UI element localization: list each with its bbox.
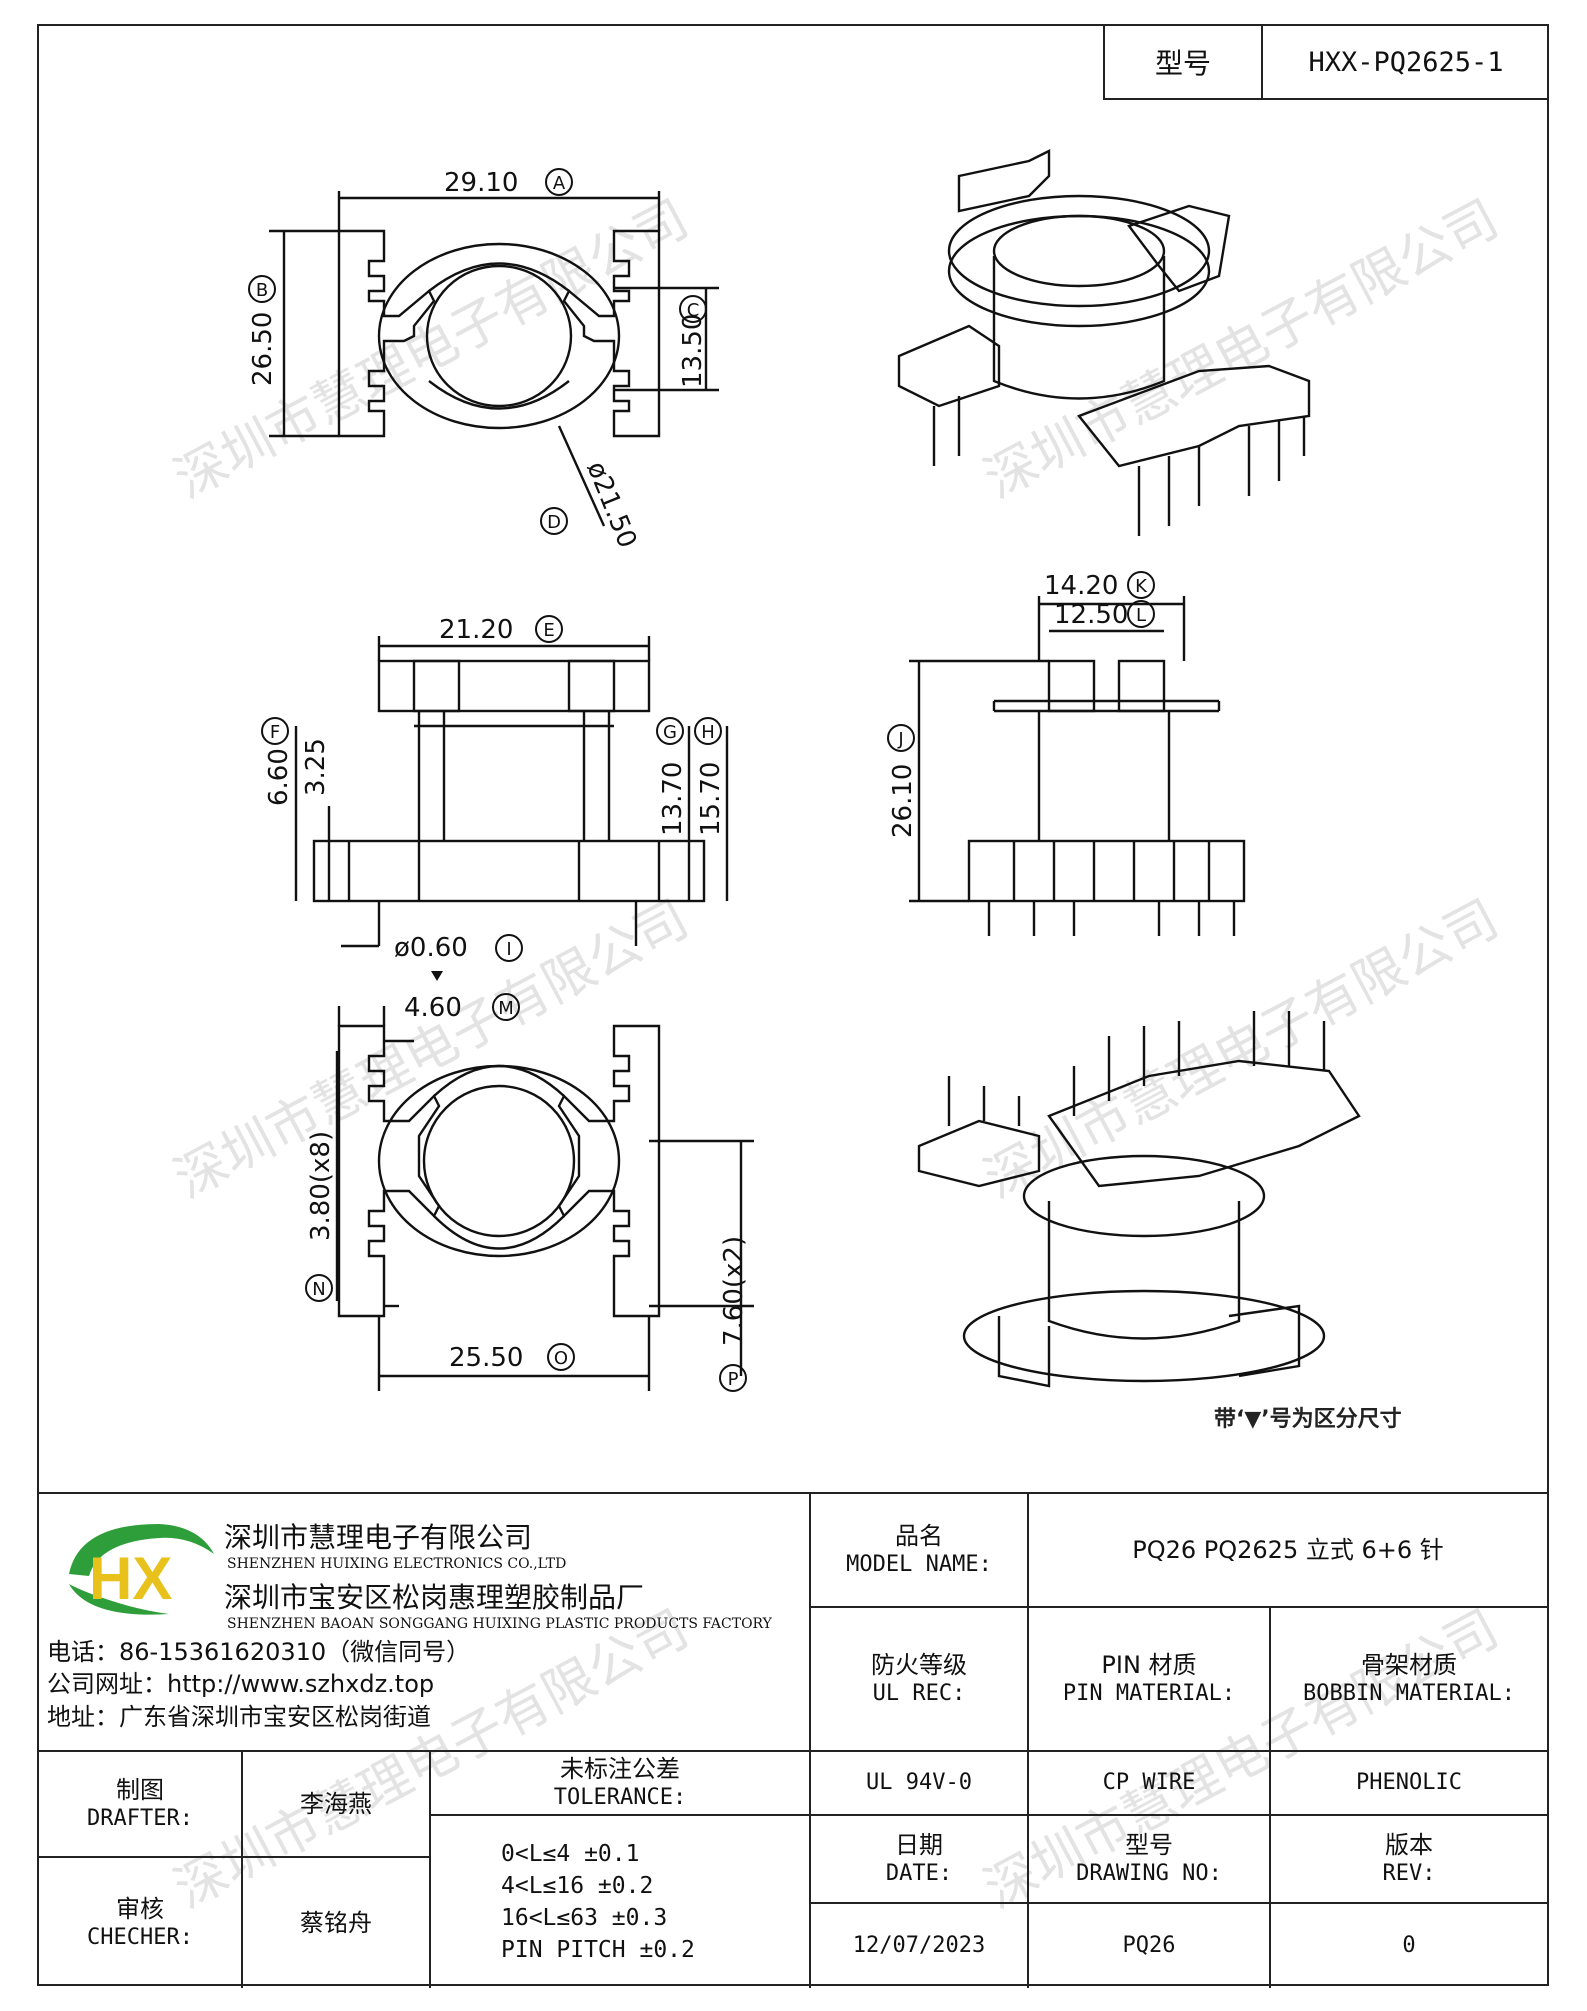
front-view: [294, 636, 729, 948]
marker-o: O: [554, 1348, 568, 1369]
marker-e: E: [543, 620, 554, 641]
pin-material-value: CP WIRE: [1027, 1750, 1269, 1814]
marker-j: J: [897, 729, 903, 750]
company-name-en: SHENZHEN HUIXING ELECTRONICS CO.,LTD: [227, 1556, 567, 1572]
drawing-sheet: 深圳市慧理电子有限公司 深圳市慧理电子有限公司 深圳市慧理电子有限公司 深圳市慧…: [37, 24, 1549, 1988]
bottom-view: [335, 1006, 754, 1391]
tolerance-line: 4<L≤16 ±0.2: [501, 1872, 654, 1899]
technical-drawing: 29.10 26.50 13.50 ø21.50 21.20 6.60 3.25…: [248, 149, 1402, 1432]
dim-d-value: ø21.50: [581, 457, 643, 552]
marker-g: G: [663, 722, 677, 743]
tolerance-label: 未标注公差 TOLERANCE:: [429, 1750, 809, 1814]
factory-name-cn: 深圳市宝安区松岗惠理塑胶制品厂: [224, 1581, 645, 1614]
checker-value: 蔡铭舟: [241, 1856, 429, 1988]
marker-b: B: [256, 280, 268, 301]
marker-n: N: [312, 1279, 325, 1300]
header-type-label: 型号: [1105, 26, 1263, 98]
checker-label: 审核 CHECHER:: [39, 1856, 241, 1988]
ul-rec-value: UL 94V-0: [809, 1750, 1027, 1814]
address: 地址：广东省深圳市宝安区松岗街道: [47, 1702, 431, 1731]
marker-p: P: [728, 1369, 739, 1390]
dim-o-value: 25.50: [449, 1343, 523, 1373]
tolerance-line: 0<L≤4 ±0.1: [501, 1840, 640, 1867]
distinguish-note: 带‘▼’号为区分尺寸: [1214, 1407, 1402, 1432]
tolerance-line: PIN PITCH ±0.2: [501, 1937, 695, 1964]
bobbin-material-value: PHENOLIC: [1269, 1750, 1547, 1814]
dim-b-value: 26.50: [248, 312, 278, 386]
dim-i-value: ø0.60: [394, 933, 468, 963]
contact-info: 电话：86-15361620310（微信同号） 公司网址：http://www.…: [47, 1636, 470, 1733]
tolerance-table: 0<L≤4 ±0.1 4<L≤16 ±0.2 16<L≤63 ±0.3 PIN …: [429, 1814, 809, 1988]
phone: 电话：86-15361620310（微信同号）: [47, 1638, 471, 1666]
company-name-cn: 深圳市慧理电子有限公司: [224, 1521, 533, 1554]
company-logo: HX: [69, 1524, 214, 1615]
drawing-no-label: 型号 DRAWING NO:: [1027, 1814, 1269, 1902]
website[interactable]: 公司网址：http://www.szhxdz.top: [47, 1670, 435, 1699]
marker-k: K: [1135, 576, 1148, 597]
logo-text: HX: [89, 1545, 172, 1612]
marker-m: M: [498, 998, 514, 1019]
rev-value: 0: [1269, 1902, 1547, 1988]
top-view: [269, 191, 719, 527]
dim-a-value: 29.10: [444, 168, 518, 198]
header-type-value: HXX-PQ2625-1: [1308, 46, 1504, 78]
date-label: 日期 DATE:: [809, 1814, 1027, 1902]
dim-f2-value: 3.25: [301, 738, 331, 796]
dim-e-value: 21.20: [439, 615, 513, 645]
marker-f: F: [270, 722, 280, 743]
dim-p-value: 7.60(x2): [719, 1236, 749, 1346]
drafter-label: 制图 DRAFTER:: [39, 1750, 241, 1856]
date-value: 12/07/2023: [809, 1902, 1027, 1988]
bobbin-material-label: 骨架材质 BOBBIN MATERIAL:: [1269, 1606, 1547, 1750]
marker-c: C: [687, 300, 700, 321]
side-view: [909, 596, 1246, 936]
factory-name-en: SHENZHEN BAOAN SONGGANG HUIXING PLASTIC …: [227, 1616, 772, 1632]
model-name-label: 品名 MODEL NAME:: [809, 1494, 1027, 1606]
header-box: 型号 HXX-PQ2625-1: [1103, 26, 1549, 100]
title-block: HX 深圳市慧理电子有限公司 SHENZHEN HUIXING ELECTRON…: [39, 1492, 1547, 1988]
drafter-value: 李海燕: [241, 1750, 429, 1856]
bottom-isometric-view: [917, 1011, 1361, 1388]
marker-d: D: [547, 512, 561, 533]
pin-material-label: PIN 材质 PIN MATERIAL:: [1027, 1606, 1269, 1750]
tolerance-line: 16<L≤63 ±0.3: [501, 1905, 668, 1931]
dim-l-value: 12.50: [1054, 600, 1128, 630]
rev-label: 版本 REV:: [1269, 1814, 1547, 1902]
marker-a: A: [553, 173, 566, 194]
dim-h-value: 15.70: [696, 762, 726, 836]
marker-l: L: [1136, 605, 1146, 626]
distinguish-mark-icon: [431, 971, 443, 981]
marker-h: H: [701, 722, 715, 743]
dim-g-value: 13.70: [658, 762, 688, 836]
dim-f-value: 6.60: [264, 748, 294, 806]
model-name-value: PQ26 PQ2625 立式 6+6 针: [1027, 1494, 1547, 1606]
drawing-no-value: PQ26: [1027, 1902, 1269, 1988]
marker-i: I: [506, 939, 511, 960]
company-area: HX 深圳市慧理电子有限公司 SHENZHEN HUIXING ELECTRON…: [39, 1494, 809, 1750]
dim-j-value: 26.10: [888, 764, 918, 838]
dim-c-value: 13.50: [678, 314, 708, 388]
dim-k-value: 14.20: [1044, 571, 1118, 601]
ul-rec-label: 防火等级 UL REC:: [809, 1606, 1027, 1750]
dim-n-value: 3.80(x8): [306, 1131, 336, 1241]
dim-m-value: 4.60: [404, 993, 462, 1023]
top-isometric-view: [897, 149, 1311, 536]
